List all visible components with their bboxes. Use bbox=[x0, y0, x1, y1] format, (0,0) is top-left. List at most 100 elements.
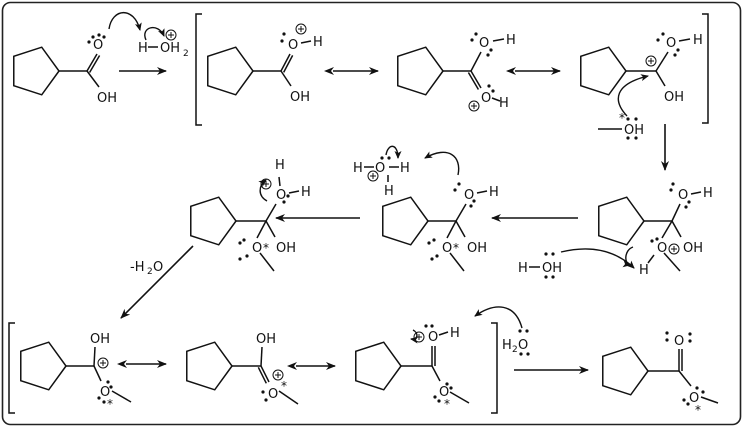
hydrogen-label: H bbox=[489, 185, 499, 200]
reagent-methanol: OH* bbox=[598, 111, 644, 140]
isotope-label-star: * bbox=[619, 111, 625, 125]
bond bbox=[470, 51, 482, 72]
lone-pair-dot bbox=[445, 382, 449, 386]
positive-charge-icon bbox=[295, 23, 307, 35]
hydronium-oxygen-label: O bbox=[375, 161, 385, 176]
double-bond bbox=[257, 367, 267, 384]
structure-carboxylic-acid: OOH bbox=[13, 33, 117, 106]
lone-pair-dot bbox=[544, 252, 548, 256]
cyclopentane-ring bbox=[598, 196, 645, 246]
oxygen-label: O bbox=[479, 36, 489, 51]
bond bbox=[671, 203, 681, 222]
lone-pair-dot bbox=[238, 257, 242, 261]
double-bond bbox=[280, 53, 291, 72]
lone-pair-dot bbox=[518, 329, 522, 333]
oxonium-oxygen-label: O bbox=[657, 241, 667, 256]
oxygen-label: O bbox=[288, 38, 298, 53]
bracket-left-resonance-1 bbox=[195, 13, 202, 126]
methoxy-oxygen-label: O bbox=[439, 385, 449, 400]
bond bbox=[256, 220, 267, 239]
lone-pair-dot bbox=[626, 136, 630, 140]
hydrogen-label: H bbox=[400, 161, 410, 176]
lone-pair-dot bbox=[437, 399, 441, 403]
bond bbox=[446, 220, 457, 239]
hydroxyl-label: OH bbox=[664, 90, 684, 105]
bracket-left-resonance-2 bbox=[8, 322, 15, 414]
curved-arrow-water-deprotonation bbox=[560, 248, 635, 269]
bond bbox=[93, 365, 102, 382]
bond bbox=[678, 370, 692, 387]
hydroxyl-label: OH bbox=[276, 241, 296, 256]
cyclopentane-ring bbox=[382, 196, 429, 246]
hydrogen-label: H bbox=[353, 161, 363, 176]
curved-arrow-hydronium-lone-pair bbox=[385, 145, 402, 159]
methoxy-oxygen-label: O bbox=[442, 241, 452, 256]
oxygen-label: O bbox=[276, 188, 286, 203]
ester-oxygen-label: O bbox=[689, 391, 699, 406]
bond bbox=[265, 203, 277, 222]
bond bbox=[280, 70, 292, 87]
lone-pair-dot bbox=[519, 352, 523, 356]
methoxy-oxygen-label: O bbox=[252, 241, 262, 256]
lone-pair-dot bbox=[676, 48, 680, 52]
lone-pair-dot bbox=[109, 385, 113, 389]
bond bbox=[690, 191, 702, 195]
lone-pair-dot bbox=[469, 204, 473, 208]
bond bbox=[655, 51, 669, 72]
bond bbox=[663, 252, 681, 272]
hydrogen-label: H bbox=[693, 33, 703, 48]
lone-pair-dot bbox=[661, 32, 665, 36]
bond bbox=[449, 391, 470, 404]
lone-pair-dot bbox=[665, 331, 669, 335]
lone-pair-dot bbox=[282, 200, 286, 204]
subscript-label: 2 bbox=[147, 267, 153, 277]
lone-pair-dot bbox=[449, 386, 453, 390]
cyclopentane-ring bbox=[20, 341, 67, 391]
lone-pair-dot bbox=[526, 352, 530, 356]
curved-arrow-oh-lone-pair-to-h bbox=[424, 151, 460, 176]
curved-arrow-bond-to-oxygen bbox=[144, 26, 165, 41]
oxygen-label: O bbox=[678, 188, 688, 203]
bond bbox=[476, 190, 488, 194]
carbonyl-oxygen-label: O bbox=[674, 334, 684, 349]
lone-pair-dot bbox=[387, 156, 391, 160]
cyclopentane-ring bbox=[186, 341, 233, 391]
lone-pair-dot bbox=[551, 252, 555, 256]
double-bond bbox=[470, 70, 482, 89]
positive-charge-icon bbox=[272, 369, 284, 381]
bond bbox=[655, 70, 666, 87]
oxygen-label: O bbox=[93, 38, 103, 53]
lone-pair-dot bbox=[102, 35, 106, 39]
lone-pair-dot bbox=[286, 194, 290, 198]
lone-pair-dot bbox=[486, 53, 490, 57]
curved-arrow-leaving-group bbox=[258, 179, 268, 202]
bond bbox=[455, 203, 467, 222]
lone-pair-dot bbox=[261, 390, 265, 394]
lone-pair-dot bbox=[282, 32, 286, 36]
curved-arrow-oh-bond-2 bbox=[410, 329, 419, 344]
minus-water-oxygen-label: O bbox=[153, 260, 163, 275]
lone-pair-dot bbox=[686, 402, 690, 406]
hydrogen-label: H bbox=[506, 33, 516, 48]
bond bbox=[678, 38, 691, 42]
cyclopentane-ring bbox=[13, 46, 60, 96]
hydrogen-label: H bbox=[138, 41, 148, 56]
lone-pair-dot bbox=[673, 53, 677, 57]
lone-pair-dot bbox=[695, 386, 699, 390]
hydroxyl-label: OH bbox=[90, 332, 110, 347]
hydrogen-label: H bbox=[301, 185, 311, 200]
lone-pair-dot bbox=[435, 254, 439, 258]
lone-pair-dot bbox=[671, 182, 675, 186]
bond bbox=[300, 40, 312, 44]
cyclopentane-ring bbox=[580, 46, 627, 96]
isotope-label-star: * bbox=[281, 379, 287, 393]
bond bbox=[438, 331, 449, 336]
lone-pair-dot bbox=[551, 275, 555, 279]
lone-pair-dot bbox=[656, 38, 660, 42]
lone-pair-dot bbox=[487, 84, 491, 88]
positive-charge-icon bbox=[468, 100, 480, 112]
bond bbox=[259, 252, 275, 272]
isotope-label-star: * bbox=[263, 241, 269, 255]
